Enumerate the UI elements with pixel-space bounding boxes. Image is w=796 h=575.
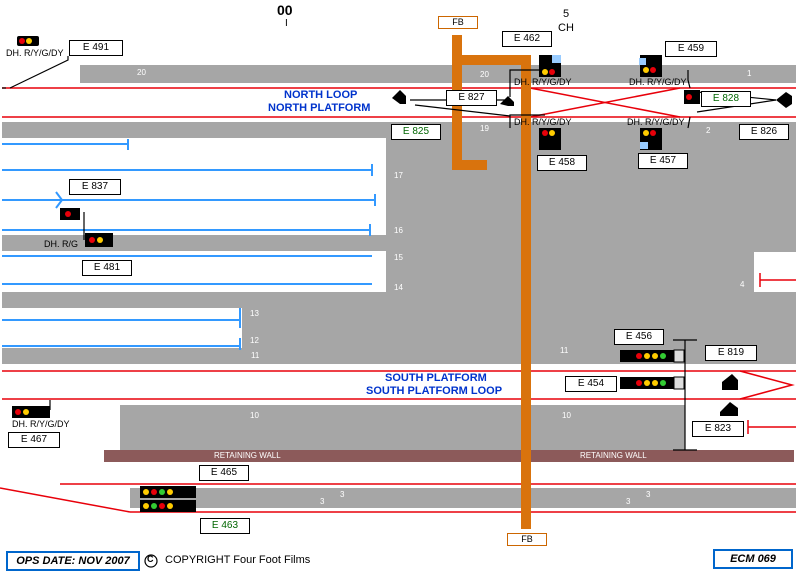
footbridge-north-b [452, 55, 531, 65]
top-title: 00 [277, 2, 293, 18]
platform-number: 10 [250, 411, 259, 420]
platform-10 [120, 405, 685, 450]
platform-main [386, 138, 796, 292]
footbridge-main [521, 55, 531, 529]
signal-e491[interactable]: E 491 [69, 40, 123, 56]
platform-number: 11 [560, 346, 569, 355]
north-loop-label: NORTH LOOP [284, 89, 358, 101]
drawing-ref: ECM 069 [713, 549, 793, 569]
platforms [2, 65, 796, 508]
ops-date: OPS DATE: NOV 2007 [6, 551, 140, 571]
platform-number: 4 [740, 280, 745, 289]
copyright-symbol: C [147, 554, 154, 564]
signal-e463[interactable]: E 463 [200, 518, 250, 534]
platform-number: 2 [706, 126, 711, 135]
signal-e825[interactable]: E 825 [391, 124, 441, 140]
south-platform-loop-label: SOUTH PLATFORM LOOP [366, 385, 503, 397]
north-platform-label: NORTH PLATFORM [268, 102, 371, 114]
copyright-text: COPYRIGHT Four Foot Films [165, 554, 311, 566]
signal-type-label: DH. R/G [44, 239, 79, 249]
platform-number: 12 [250, 336, 259, 345]
platform-number: 3 [626, 497, 631, 506]
signal-e454[interactable]: E 454 [565, 376, 617, 392]
platform-number: 18 [145, 139, 154, 148]
platform-number: 20 [480, 70, 489, 79]
signal-e456[interactable]: E 456 [614, 329, 664, 345]
platform-number: 16 [394, 226, 403, 235]
signal-e462[interactable]: E 462 [502, 31, 552, 47]
signal-e823[interactable]: E 823 [692, 421, 744, 437]
platform-number: 20 [137, 68, 146, 77]
platform-number: 10 [562, 411, 571, 420]
platform-number: 13 [250, 309, 259, 318]
top-right-num: 5 [563, 8, 570, 20]
retaining-wall-label: RETAINING WALL [580, 451, 647, 460]
platform-number: 3 [320, 497, 325, 506]
signal-e465[interactable]: E 465 [199, 465, 249, 481]
signal-type-label: DH. R/Y/G/DY [6, 48, 64, 58]
signal-e481[interactable]: E 481 [82, 260, 132, 276]
platform-number: 11 [251, 351, 260, 360]
retaining-wall-label: RETAINING WALL [214, 451, 281, 460]
south-platform-label: SOUTH PLATFORM [385, 372, 487, 384]
platform-number: 15 [394, 253, 403, 262]
fb-label-bottom: FB [507, 533, 547, 546]
signal-e458[interactable]: E 458 [537, 155, 587, 171]
platform-number: 3 [340, 490, 345, 499]
platform-number: 19 [480, 124, 489, 133]
signal-type-label: DH. R/Y/G/DY [514, 117, 572, 127]
signal-e819[interactable]: E 819 [705, 345, 757, 361]
signal-e467[interactable]: E 467 [8, 432, 60, 448]
platform-number: 14 [394, 283, 403, 292]
top-tick: I [285, 18, 288, 29]
platform-number: 17 [394, 171, 403, 180]
signal-e827[interactable]: E 827 [446, 90, 497, 106]
signal-e457[interactable]: E 457 [638, 153, 688, 169]
signal-type-label: DH. R/Y/G/DY [629, 77, 687, 87]
sidings [2, 143, 375, 347]
signal-e828[interactable]: E 828 [701, 91, 751, 107]
platform-number: 1 [747, 69, 752, 78]
running-lines [0, 87, 796, 513]
platform-3 [130, 488, 796, 508]
signal-type-label: DH. R/Y/G/DY [514, 77, 572, 87]
signal-e826[interactable]: E 826 [739, 124, 789, 140]
platform-number: 3 [646, 490, 651, 499]
signal-type-label: DH. R/Y/G/DY [627, 117, 685, 127]
fb-label-top: FB [438, 16, 478, 29]
signal-e837[interactable]: E 837 [69, 179, 121, 195]
top-right-ch: CH [558, 22, 574, 34]
signal-e459[interactable]: E 459 [665, 41, 717, 57]
platform-20-1 [80, 65, 796, 83]
signal-heads [12, 36, 792, 512]
signal-type-label: DH. R/Y/G/DY [12, 419, 70, 429]
retaining-wall [104, 450, 794, 462]
